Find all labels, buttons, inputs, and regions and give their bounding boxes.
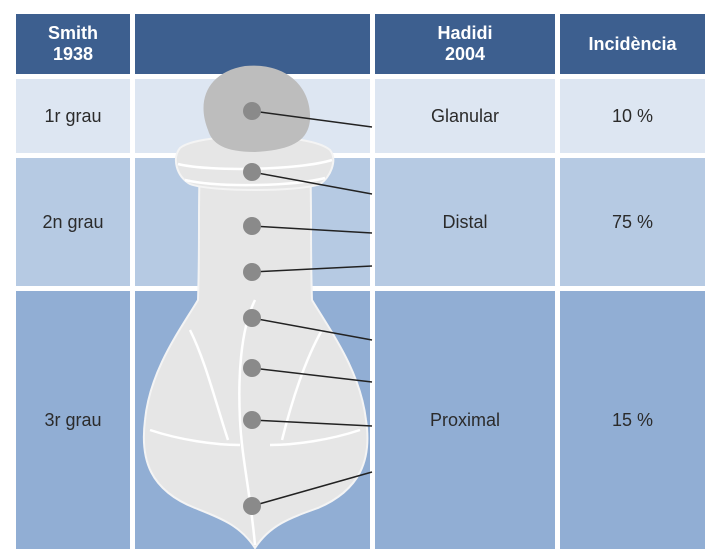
header-smith-year: 1938	[53, 44, 93, 65]
row1-smith-grade: 1r grau	[16, 79, 130, 153]
header-hadidi-label: Hadidi	[437, 23, 492, 44]
row3-incidence: 15 %	[560, 291, 705, 549]
header-smith-label: Smith	[48, 23, 98, 44]
row2-incidence: 75 %	[560, 158, 705, 286]
header-hadidi-2004: Hadidi 2004	[375, 14, 555, 74]
row1-incidence: 10 %	[560, 79, 705, 153]
row2-figure-cell	[135, 158, 370, 286]
row1-hadidi-type: Glanular	[375, 79, 555, 153]
row2-hadidi-type: Distal	[375, 158, 555, 286]
header-incidence: Incidència	[560, 14, 705, 74]
row2-smith-grade: 2n grau	[16, 158, 130, 286]
row3-figure-cell	[135, 291, 370, 549]
row3-hadidi-type: Proximal	[375, 291, 555, 549]
header-smith-1938: Smith 1938	[16, 14, 130, 74]
header-figure-column	[135, 14, 370, 74]
row1-figure-cell	[135, 79, 370, 153]
header-incidence-label: Incidència	[588, 34, 676, 55]
row3-smith-grade: 3r grau	[16, 291, 130, 549]
header-hadidi-year: 2004	[445, 44, 485, 65]
